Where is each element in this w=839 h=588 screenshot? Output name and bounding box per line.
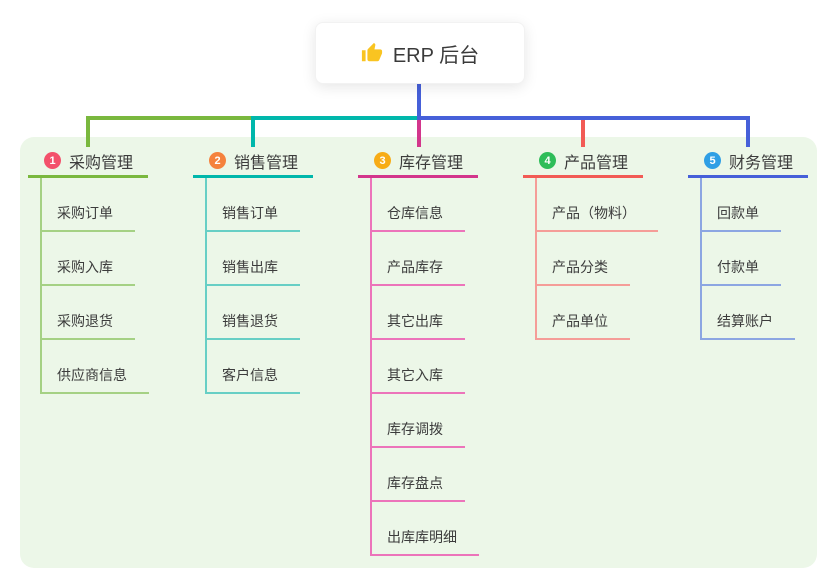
child-node[interactable]: 库存盘点 <box>372 448 465 502</box>
branch-product: 4 产品管理 产品（物料） 产品分类 产品单位 <box>523 146 658 340</box>
branch-children: 产品（物料） 产品分类 产品单位 <box>535 178 658 340</box>
branch-node[interactable]: 2 销售管理 <box>193 146 313 178</box>
branch-node[interactable]: 1 采购管理 <box>28 146 148 178</box>
child-node[interactable]: 仓库信息 <box>372 178 465 232</box>
mindmap-background-panel <box>20 137 817 568</box>
child-node[interactable]: 结算账户 <box>702 286 795 340</box>
child-node[interactable]: 其它入库 <box>372 340 465 394</box>
branch-title-label: 采购管理 <box>69 154 134 172</box>
branch-children: 采购订单 采购入库 采购退货 供应商信息 <box>40 178 149 394</box>
child-node[interactable]: 产品单位 <box>537 286 630 340</box>
branch-procurement: 1 采购管理 采购订单 采购入库 采购退货 供应商信息 <box>28 146 158 394</box>
child-node[interactable]: 销售出库 <box>207 232 300 286</box>
branch-children: 销售订单 销售出库 销售退货 客户信息 <box>205 178 300 394</box>
child-node[interactable]: 采购退货 <box>42 286 135 340</box>
child-node[interactable]: 回款单 <box>702 178 781 232</box>
branch-title-label: 财务管理 <box>729 154 794 172</box>
branch-number-badge: 3 <box>374 152 391 169</box>
child-node[interactable]: 付款单 <box>702 232 781 286</box>
branch-finance: 5 财务管理 回款单 付款单 结算账户 <box>688 146 818 340</box>
branch-node[interactable]: 4 产品管理 <box>523 146 643 178</box>
branch-sales: 2 销售管理 销售订单 销售出库 销售退货 客户信息 <box>193 146 323 394</box>
child-node[interactable]: 产品分类 <box>537 232 630 286</box>
child-node[interactable]: 库存调拨 <box>372 394 465 448</box>
child-node[interactable]: 采购入库 <box>42 232 135 286</box>
root-title: ERP 后台 <box>392 44 480 67</box>
branch-title-label: 销售管理 <box>234 154 299 172</box>
child-node[interactable]: 其它出库 <box>372 286 465 340</box>
thumbs-up-icon <box>361 42 383 64</box>
branch-children: 仓库信息 产品库存 其它出库 其它入库 库存调拨 库存盘点 出库库明细 <box>370 178 479 556</box>
child-node[interactable]: 产品（物料） <box>537 178 658 232</box>
child-node[interactable]: 出库库明细 <box>372 502 479 556</box>
branch-inventory: 3 库存管理 仓库信息 产品库存 其它出库 其它入库 库存调拨 库存盘点 出库库… <box>358 146 488 556</box>
child-node[interactable]: 采购订单 <box>42 178 135 232</box>
child-node[interactable]: 销售退货 <box>207 286 300 340</box>
branch-title-label: 产品管理 <box>564 154 629 172</box>
child-node[interactable]: 客户信息 <box>207 340 300 394</box>
branch-children: 回款单 付款单 结算账户 <box>700 178 795 340</box>
branch-title-label: 库存管理 <box>399 154 464 172</box>
child-node[interactable]: 产品库存 <box>372 232 465 286</box>
root-node[interactable]: ERP 后台 <box>315 22 525 84</box>
branch-number-badge: 4 <box>539 152 556 169</box>
branch-node[interactable]: 3 库存管理 <box>358 146 478 178</box>
branch-number-badge: 5 <box>704 152 721 169</box>
branch-node[interactable]: 5 财务管理 <box>688 146 808 178</box>
branch-number-badge: 1 <box>44 152 61 169</box>
child-node[interactable]: 销售订单 <box>207 178 300 232</box>
child-node[interactable]: 供应商信息 <box>42 340 149 394</box>
branch-number-badge: 2 <box>209 152 226 169</box>
